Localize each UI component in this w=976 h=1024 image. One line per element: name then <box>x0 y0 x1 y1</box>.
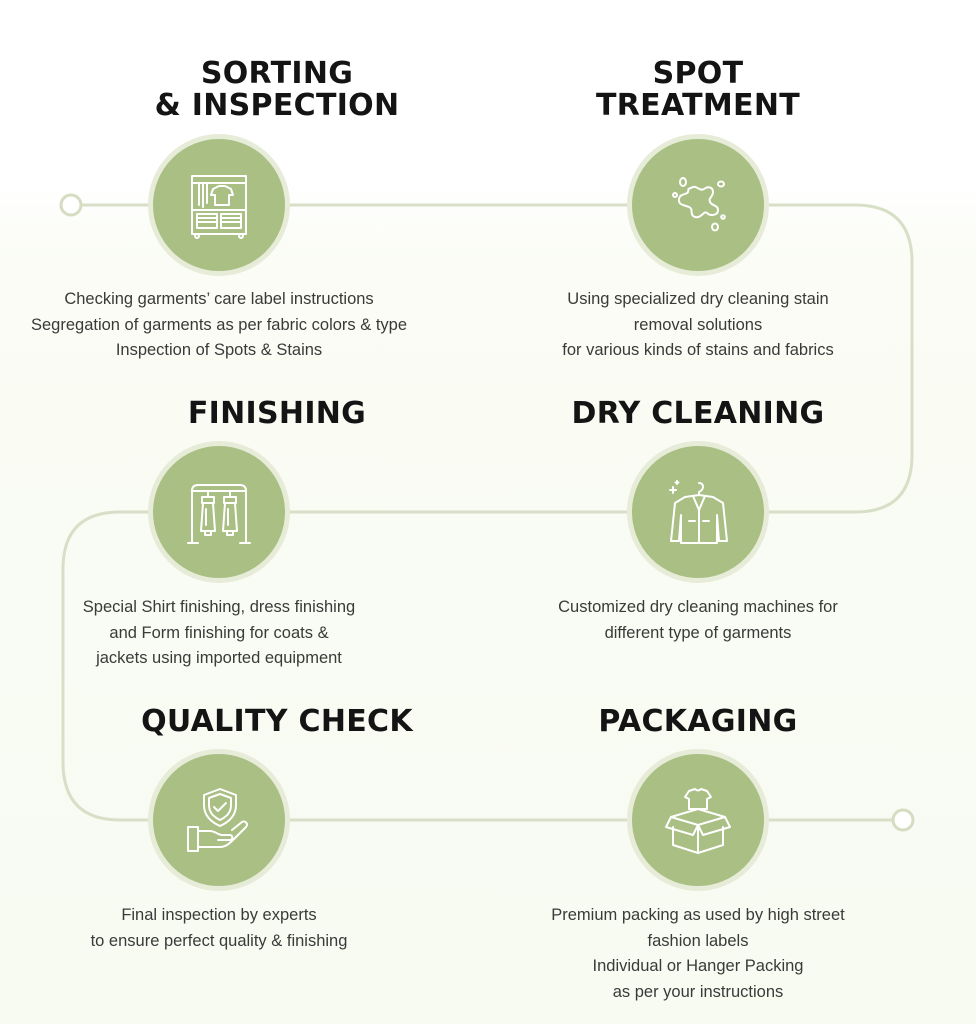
step-description-line: Special Shirt finishing, dress finishing <box>82 598 356 616</box>
step-description-spot-treatment: Using specialized dry cleaning stain remo… <box>478 287 918 364</box>
step-circle-spot-treatment <box>627 134 769 276</box>
step-title-sorting: SORTING& INSPECTION <box>57 58 497 122</box>
step-description-line: Using specialized dry cleaning stain <box>567 290 829 308</box>
step-title-line: TREATMENT <box>595 88 801 123</box>
step-circle-quality-check <box>148 749 290 891</box>
step-circle-finishing <box>148 441 290 583</box>
step-title-packaging: PACKAGING <box>478 706 918 738</box>
step-description-quality-check: Final inspection by experts to ensure per… <box>0 903 439 954</box>
step-title-line: PACKAGING <box>598 704 798 739</box>
step-description-line: for various kinds of stains and fabrics <box>562 341 834 359</box>
step-title-line: QUALITY CHECK <box>141 704 413 739</box>
connector-start-dot <box>59 193 83 217</box>
step-title-quality-check: QUALITY CHECK <box>57 706 497 738</box>
step-description-line: jackets using imported equipment <box>96 649 342 667</box>
step-title-line: SPOT <box>652 56 744 91</box>
shield-hand-icon <box>187 788 249 852</box>
step-description-finishing: Special Shirt finishing, dress finishing… <box>0 595 439 672</box>
step-description-line: Customized dry cleaning machines for <box>558 598 838 616</box>
step-description-dry-cleaning: Customized dry cleaning machines for diff… <box>478 595 918 646</box>
step-description-line: and Form finishing for coats & <box>109 623 329 642</box>
step-description-line: Final inspection by experts <box>121 906 317 924</box>
step-description-line: Individual or Hanger Packing <box>592 957 804 975</box>
step-title-finishing: FINISHING <box>57 398 497 430</box>
step-title-dry-cleaning: DRY CLEANING <box>478 398 918 430</box>
stain-splash-icon <box>672 177 726 232</box>
step-description-line: Segregation of garments as per fabric co… <box>30 315 408 334</box>
step-description-sorting: Checking garments’ care label instructio… <box>0 287 439 364</box>
step-description-line: Checking garments’ care label instructio… <box>64 290 374 308</box>
connector-path <box>61 203 914 822</box>
step-description-line: Premium packing as used by high street <box>551 906 845 924</box>
step-description-line: removal solutions <box>633 315 763 334</box>
step-description-line: to ensure perfect quality & finishing <box>90 931 348 950</box>
clothes-stand-icon <box>187 484 251 544</box>
step-description-line: different type of garments <box>604 623 792 642</box>
garment-rack-icon <box>191 175 247 239</box>
step-description-line: fashion labels <box>647 931 749 950</box>
step-description-line: Inspection of Spots & Stains <box>115 341 323 359</box>
step-title-line: & INSPECTION <box>154 88 400 123</box>
step-circle-sorting <box>148 134 290 276</box>
shirt-box-icon <box>665 788 731 854</box>
step-title-line: DRY CLEANING <box>571 396 825 431</box>
step-circle-dry-cleaning <box>627 441 769 583</box>
connector-end-dot <box>891 808 915 832</box>
step-description-line: as per your instructions <box>612 982 784 1001</box>
step-title-line: FINISHING <box>187 396 367 431</box>
step-title-line: SORTING <box>200 56 354 91</box>
step-description-packaging: Premium packing as used by high street fa… <box>478 903 918 1005</box>
step-circle-packaging <box>627 749 769 891</box>
blazer-hanger-icon <box>669 480 728 544</box>
